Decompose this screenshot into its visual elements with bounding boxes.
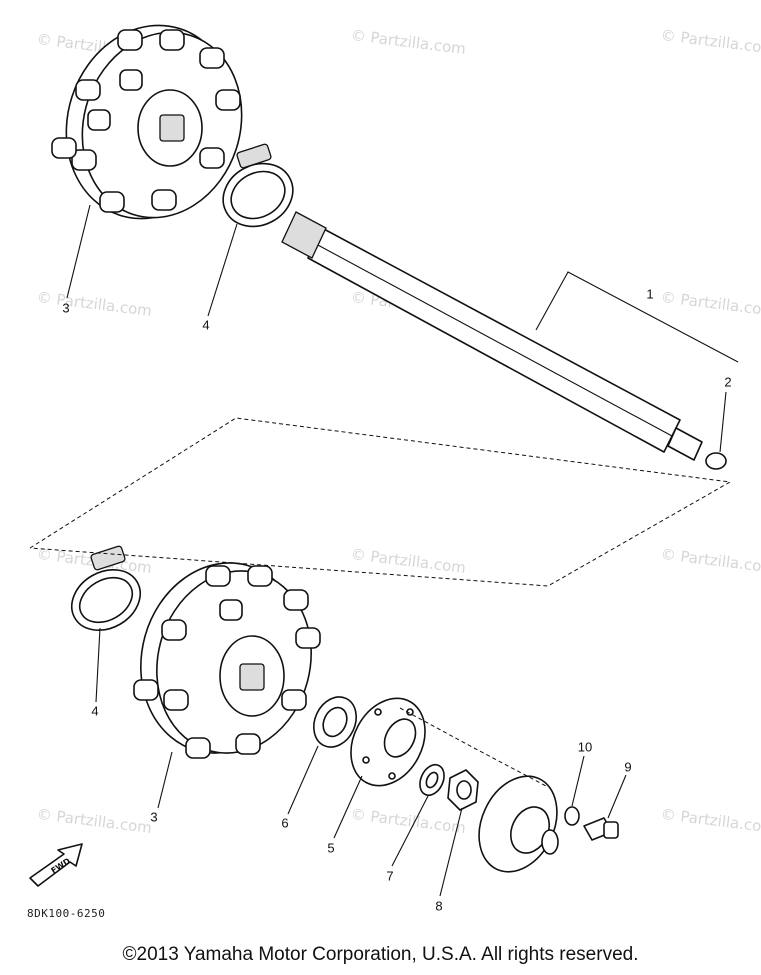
callout-3: 3 — [62, 300, 70, 316]
leader-3b — [157, 751, 173, 809]
callout-4: 4 — [91, 703, 99, 719]
lower-sprocket — [133, 562, 321, 759]
part-code: 8DK100-6250 — [27, 907, 106, 920]
leader-7 — [391, 795, 429, 867]
callout-9: 9 — [624, 759, 632, 775]
washer — [419, 763, 445, 797]
end-cap — [478, 775, 559, 873]
callout-5: 5 — [327, 840, 335, 856]
leader-4a — [207, 223, 238, 317]
callout-10: 10 — [577, 739, 593, 755]
leader-9 — [607, 774, 627, 819]
leader-1 — [535, 271, 739, 363]
assembly-outline — [29, 417, 732, 587]
callout-1: 1 — [646, 286, 654, 302]
callout-4: 4 — [202, 317, 210, 333]
upper-sprocket — [51, 24, 243, 220]
leader-6 — [287, 745, 319, 815]
callout-7: 7 — [386, 868, 394, 884]
nut — [447, 769, 479, 811]
fwd-arrow-icon — [29, 843, 83, 887]
assembly-axis — [399, 707, 547, 787]
lower-clamp — [71, 545, 141, 631]
leader-4b — [95, 627, 101, 703]
callout-6: 6 — [281, 815, 289, 831]
callout-8: 8 — [435, 898, 443, 914]
upper-clamp — [222, 143, 294, 228]
flange-plate — [350, 697, 426, 787]
copyright-notice: ©2013 Yamaha Motor Corporation, U.S.A. A… — [122, 944, 639, 965]
bolt — [583, 817, 619, 841]
lock-washer — [564, 806, 580, 826]
drive-shaft — [281, 211, 727, 470]
leader-8 — [439, 807, 463, 897]
callout-3: 3 — [150, 809, 158, 825]
leader-3a — [66, 204, 91, 299]
callout-2: 2 — [724, 374, 732, 390]
leader-10 — [571, 755, 585, 807]
bearing — [313, 696, 357, 748]
leader-5 — [333, 775, 363, 839]
leader-2 — [719, 391, 727, 453]
